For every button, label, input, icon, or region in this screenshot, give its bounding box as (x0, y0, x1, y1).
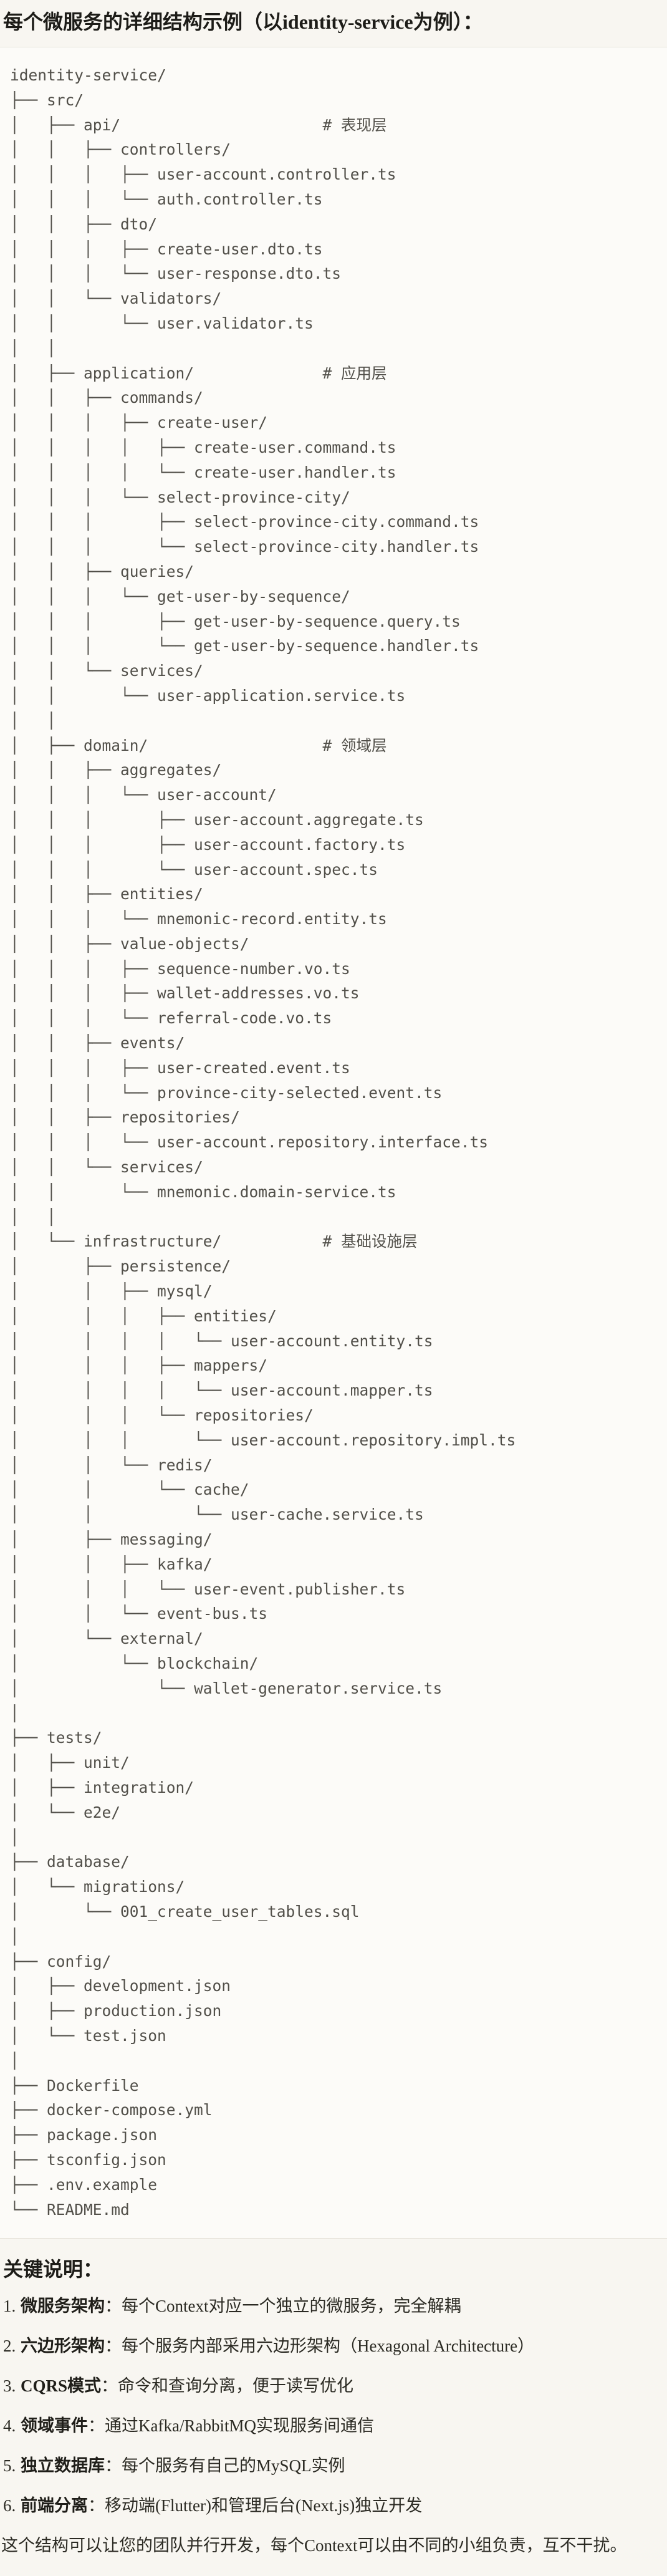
note-number: 1. (3, 2297, 16, 2316)
note-term: 前端分离 (21, 2496, 88, 2516)
notes-heading: 关键说明： (3, 2258, 103, 2281)
note-desc: 每个Context对应一个独立的微服务，完全解耦 (122, 2297, 461, 2316)
note-desc: 移动端(Flutter)和管理后台(Next.js)独立开发 (105, 2496, 423, 2516)
note-item: 1. 微服务架构：每个Context对应一个独立的微服务，完全解耦 (3, 2294, 662, 2318)
note-number: 3. (3, 2376, 16, 2396)
note-text: 前端分离：移动端(Flutter)和管理后台(Next.js)独立开发 (21, 2493, 662, 2518)
note-desc: 通过Kafka/RabbitMQ实现服务间通信 (105, 2416, 374, 2436)
note-text: CQRS模式：命令和查询分离，便于读写优化 (21, 2373, 662, 2398)
note-separator: ： (105, 2297, 122, 2316)
note-term: 微服务架构 (21, 2297, 105, 2316)
note-item: 4. 领域事件：通过Kafka/RabbitMQ实现服务间通信 (3, 2413, 662, 2438)
note-text: 微服务架构：每个Context对应一个独立的微服务，完全解耦 (21, 2294, 662, 2318)
note-separator: ： (105, 2456, 122, 2476)
directory-tree: identity-service/ ├── src/ │ ├── api/ # … (10, 66, 516, 2219)
note-separator: ： (88, 2416, 105, 2436)
note-separator: ： (105, 2337, 122, 2356)
section-title: 每个微服务的详细结构示例（以identity-service为例）： (3, 11, 483, 33)
note-item: 6. 前端分离：移动端(Flutter)和管理后台(Next.js)独立开发 (3, 2493, 662, 2518)
note-term: 领域事件 (21, 2416, 88, 2436)
code-block: identity-service/ ├── src/ │ ├── api/ # … (0, 47, 667, 2239)
note-item: 2. 六边形架构：每个服务内部采用六边形架构（Hexagonal Archite… (3, 2333, 662, 2358)
note-number: 4. (3, 2416, 16, 2436)
note-text: 六边形架构：每个服务内部采用六边形架构（Hexagonal Architectu… (21, 2333, 662, 2358)
note-number: 6. (3, 2496, 16, 2516)
note-desc: 每个服务有自己的MySQL实例 (122, 2456, 345, 2476)
document-page: 每个微服务的详细结构示例（以identity-service为例）： ident… (0, 9, 667, 2576)
notes-section: 关键说明： 1. 微服务架构：每个Context对应一个独立的微服务，完全解耦 … (0, 2256, 667, 2558)
notes-footer: 这个结构可以让您的团队并行开发，每个Context可以由不同的小组负责，互不干扰… (1, 2536, 627, 2555)
note-separator: ： (101, 2376, 118, 2396)
note-term: 六边形架构 (21, 2337, 105, 2356)
note-desc: 每个服务内部采用六边形架构（Hexagonal Architecture） (122, 2337, 535, 2356)
note-desc: 命令和查询分离，便于读写优化 (118, 2376, 354, 2396)
note-term: CQRS模式 (21, 2376, 102, 2396)
note-separator: ： (88, 2496, 105, 2516)
note-number: 2. (3, 2337, 16, 2356)
note-term: 独立数据库 (21, 2456, 105, 2476)
note-number: 5. (3, 2456, 16, 2476)
note-item: 3. CQRS模式：命令和查询分离，便于读写优化 (3, 2373, 662, 2398)
note-text: 领域事件：通过Kafka/RabbitMQ实现服务间通信 (21, 2413, 662, 2438)
note-item: 5. 独立数据库：每个服务有自己的MySQL实例 (3, 2453, 662, 2478)
note-text: 独立数据库：每个服务有自己的MySQL实例 (21, 2453, 662, 2478)
